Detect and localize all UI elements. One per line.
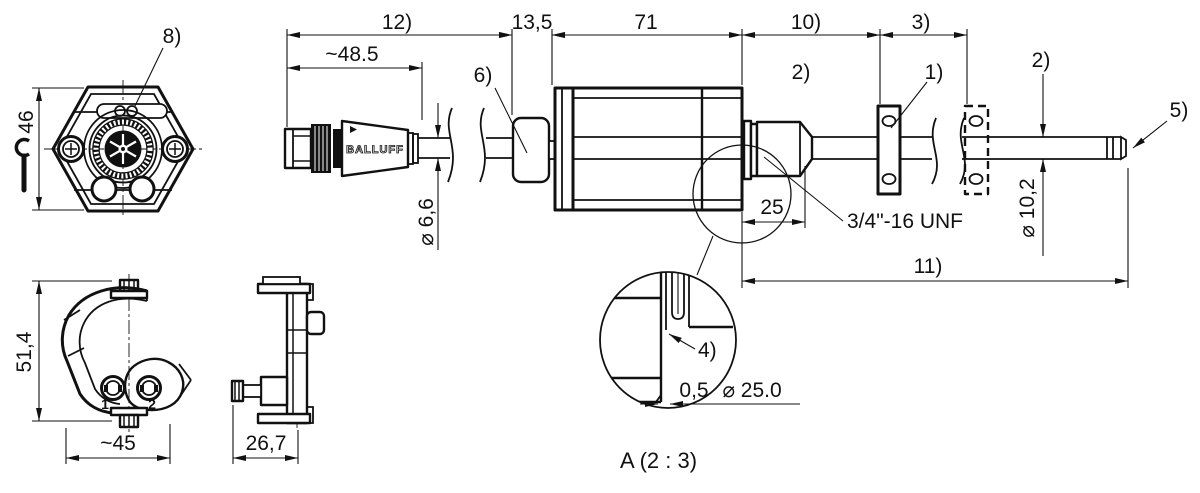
cable	[418, 107, 513, 183]
dim-clamp-height: 51,4	[13, 331, 36, 372]
m12-connector: BALLUFF	[283, 119, 419, 178]
rod	[812, 117, 1127, 185]
dim-cable-ref: 12)	[382, 11, 412, 34]
dim-clamp-spacing: 3)	[912, 11, 931, 34]
clamp-screw-2	[136, 375, 162, 401]
dim-chamfer: 0,5	[679, 379, 708, 402]
clamp-front-view: 1 2 51,4 ~45	[13, 274, 192, 464]
screw-label-1: 1	[101, 396, 109, 412]
flange-screw-right	[161, 135, 189, 163]
detail-view-a: 4) 0,5 ⌀ 25.0 A (2 : 3)	[599, 271, 800, 473]
dim-clamp-offset: 10)	[791, 11, 821, 34]
callout-4: 4)	[698, 339, 717, 362]
dim-housing-length: 71	[634, 11, 657, 34]
dim-connector-length: ~48.5	[325, 43, 378, 66]
dim-clamp-width: ~45	[100, 432, 136, 455]
dim-rod-diameter: ⌀ 10,2	[1016, 178, 1039, 237]
dim-cable-diameter: ⌀ 6,6	[415, 198, 438, 246]
sensor-housing	[553, 86, 744, 212]
callout-8: 8)	[163, 25, 182, 48]
callout-5: 5)	[1170, 99, 1189, 122]
top-dimensions: 12) ~48.5 13,5 71 10) 3)	[286, 11, 968, 127]
clamp-side-view: 26,7	[230, 276, 326, 464]
cable-gland	[511, 116, 551, 184]
wrench-icon	[14, 137, 31, 193]
callout-6: 6)	[474, 64, 493, 87]
flange-screw-left	[57, 135, 85, 163]
dim-flange-wrench-size: 46	[15, 110, 38, 133]
dim-gland-length: 13,5	[512, 11, 553, 34]
dim-detail-diameter: ⌀ 25.0	[722, 379, 781, 402]
oring-groove	[671, 272, 685, 320]
main-side-view: BALLUFF	[283, 11, 1189, 288]
connector-marker-triangle	[350, 126, 357, 133]
callout-2-thread: 2)	[792, 61, 811, 84]
thread-spec: 3/4"-16 UNF	[847, 210, 963, 233]
detail-caption: A (2 : 3)	[620, 448, 697, 473]
callout-2-rod: 2)	[1032, 49, 1051, 72]
dim-rod-length-ref: 11)	[914, 255, 943, 278]
flange-hole-left	[90, 175, 118, 203]
dim-thread-length: 25	[760, 196, 783, 219]
brand-logo: BALLUFF	[346, 144, 404, 156]
rod-tip	[1120, 135, 1127, 161]
rod-clamp-solid	[876, 104, 902, 196]
screw-label-2: 2	[148, 396, 156, 412]
thread-section	[755, 120, 814, 178]
callout-1: 1)	[925, 61, 944, 84]
flange-front-view: 8) 46	[14, 25, 202, 218]
flange-hole-right	[128, 175, 156, 203]
rod-clamp-dashed	[963, 104, 990, 196]
dim-clamp-depth: 26,7	[246, 432, 287, 455]
clamp-screw-1	[100, 375, 126, 401]
